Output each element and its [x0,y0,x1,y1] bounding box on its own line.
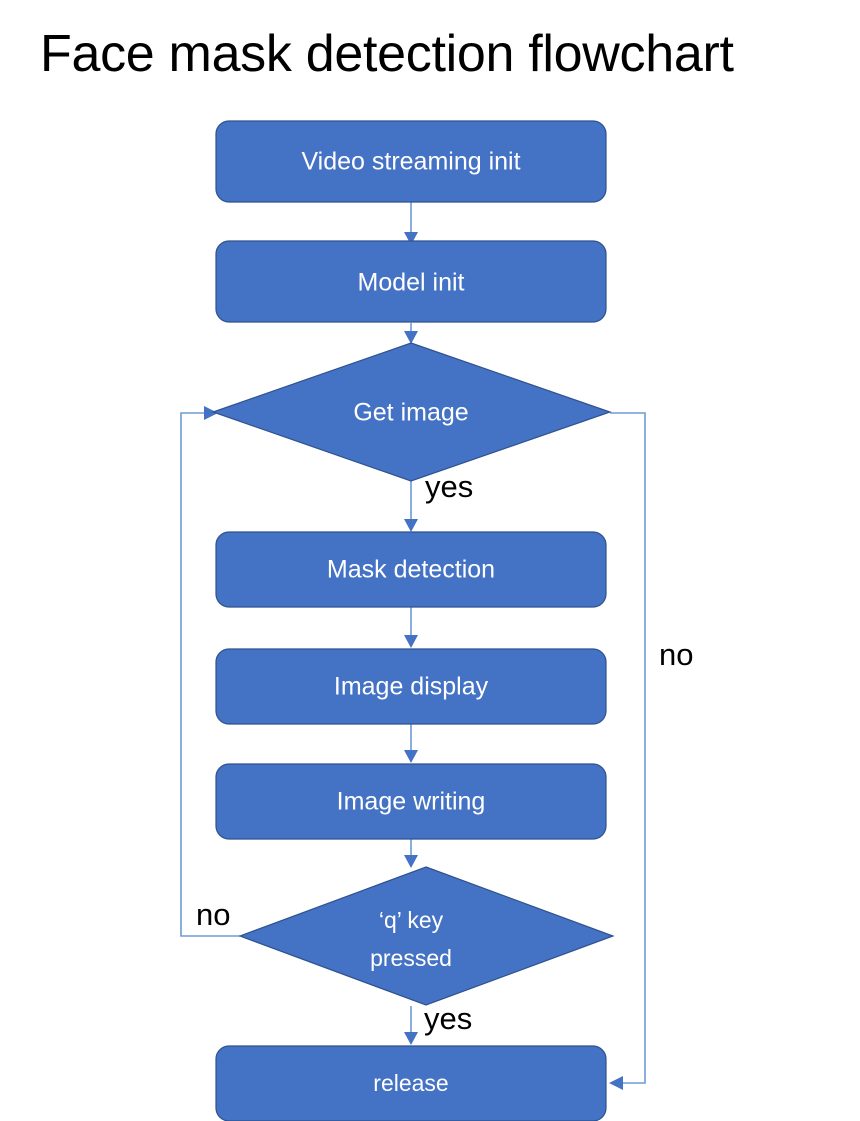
node-shape-diamond[interactable] [238,866,615,1006]
page-title: Face mask detection flowchart [40,25,734,83]
arrowhead-icon [404,635,418,648]
edge-line [610,412,646,1084]
edge-q-key-to-release [404,1006,418,1045]
arrowhead-icon [404,331,418,344]
node-release[interactable]: release [215,1045,607,1121]
edges-group [180,202,646,1090]
node-mask-detection[interactable]: Mask detection [215,531,607,608]
edge-label-no-get-image: no [659,637,693,672]
edge-model-init-to-get-image [404,323,418,344]
node-label: Get image [353,399,468,427]
node-label: Video streaming init [301,148,520,176]
node-label: Image display [334,673,489,701]
node-label-line-1: ‘q’ key [379,907,444,933]
node-label: release [373,1070,448,1096]
edge-q-key-to-get-image-loop [180,406,240,937]
edge-image-display-to-image-writing [404,724,418,763]
edge-label-yes-q-key: yes [424,1001,472,1036]
node-shape-rounded-rect[interactable] [215,120,607,203]
node-model-init[interactable]: Model init [215,240,607,323]
arrowhead-icon [204,406,218,420]
node-video-streaming-init[interactable]: Video streaming init [215,120,607,203]
edge-video-init-to-model-init [404,202,418,245]
node-shape-rounded-rect[interactable] [215,1045,607,1121]
arrowhead-icon [404,1032,418,1045]
node-label-line-2: pressed [370,945,452,971]
node-shape-rounded-rect[interactable] [215,648,607,725]
node-get-image[interactable]: Get image [211,342,612,482]
arrowhead-icon [404,750,418,763]
node-image-display[interactable]: Image display [215,648,607,725]
arrowhead-icon [609,1076,623,1090]
arrowhead-icon [404,232,418,245]
edge-line [180,412,240,937]
edge-mask-detection-to-image-display [404,607,418,648]
nodes-group: Video streaming init Model init Get imag… [211,120,615,1121]
node-image-writing[interactable]: Image writing [215,763,607,840]
node-label: Model init [358,269,465,297]
edge-get-image-to-mask-detection [404,481,418,532]
edge-label-yes-get-image: yes [425,469,473,504]
edge-labels-group: yes no no yes [196,469,693,1036]
node-shape-rounded-rect[interactable] [215,240,607,323]
node-shape-rounded-rect[interactable] [215,531,607,608]
edge-label-no-q-key: no [196,897,230,932]
arrowhead-icon [404,519,418,532]
edge-image-writing-to-q-key [404,839,418,868]
node-q-key-pressed[interactable]: ‘q’ key pressed [238,866,615,1006]
node-label: Image writing [337,788,486,816]
node-shape-rounded-rect[interactable] [215,763,607,840]
node-shape-diamond[interactable] [211,342,612,482]
node-label: Mask detection [327,556,495,584]
edge-get-image-to-release-loop [609,412,646,1090]
arrowhead-icon [404,855,418,868]
